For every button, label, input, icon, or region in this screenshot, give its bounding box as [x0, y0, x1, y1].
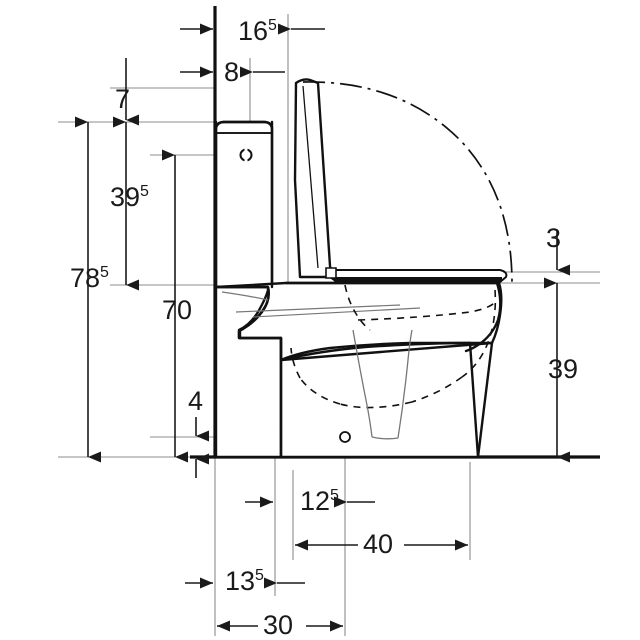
dim-16-5-label-group: 16 5 — [238, 16, 277, 46]
dim-3-label-group: 3 — [546, 223, 561, 253]
hidden-trap-bottom — [339, 401, 413, 409]
flush-button — [239, 148, 253, 162]
dim-4-value: 4 — [188, 386, 203, 416]
seat-hinge — [325, 267, 337, 279]
dim-4-label-group: 4 — [188, 386, 203, 416]
hidden-bowl-inner-rim — [357, 299, 498, 321]
dim-12-5-superscript: 5 — [330, 487, 339, 504]
dim-16-5-superscript: 5 — [268, 17, 277, 34]
hidden-outlet-left — [290, 347, 301, 379]
dim-8-label-group: 8 — [224, 57, 239, 87]
waste-outlet-marker — [339, 431, 351, 443]
dim-70-label-group: 70 — [162, 295, 192, 325]
dim-8-value: 8 — [224, 57, 239, 87]
cistern-body — [214, 120, 274, 289]
toilet-lid-inner-line — [302, 85, 319, 269]
dim-13-5-value: 13 — [225, 566, 255, 596]
dim-39-5-value: 39 — [110, 182, 140, 212]
dimension-labels: 16 5 8 7 39 5 78 5 70 4 3 39 — [70, 16, 578, 640]
dim-7-value: 7 — [115, 84, 130, 114]
dim-13-5-label-group: 13 5 — [225, 566, 264, 596]
seat-and-lid — [293, 78, 508, 283]
dim-78-5-label-group: 78 5 — [70, 263, 109, 293]
dim-12-5-value: 12 — [300, 486, 330, 516]
dim-39-5-label-group: 39 5 — [110, 182, 149, 212]
hidden-bowl-wall-right — [461, 289, 497, 378]
dim-39-label-group: 39 — [548, 354, 578, 384]
dim-78-5-superscript: 5 — [100, 264, 109, 281]
dim-3-value: 3 — [546, 223, 561, 253]
dim-30-label-group: 30 — [258, 610, 306, 640]
toilet-seat-shadow — [334, 277, 502, 282]
hidden-bowl-inner-left — [344, 284, 371, 331]
interior-detail-lines — [221, 291, 421, 318]
dim-40-value: 40 — [363, 529, 393, 559]
hidden-internal-lines — [290, 284, 498, 409]
dim-40-label-backdrop — [358, 531, 404, 557]
dim-40-label-group: 40 — [358, 529, 404, 559]
dim-7-label-group: 7 — [115, 84, 130, 114]
bowl-inner-contour — [352, 329, 413, 440]
dim-39-value: 39 — [548, 354, 578, 384]
hidden-trap-left — [299, 377, 341, 405]
hidden-trap-right — [411, 376, 463, 403]
dim-16-5-value: 16 — [238, 16, 268, 46]
dim-39-5-superscript: 5 — [140, 183, 149, 200]
dim-13-5-superscript: 5 — [255, 567, 264, 584]
dim-12-5-label-group: 12 5 — [300, 486, 339, 516]
dim-30-value: 30 — [263, 610, 293, 640]
dim-78-5-value: 78 — [70, 263, 100, 293]
toilet-lid-raised — [293, 78, 334, 279]
lid-swing-arc — [302, 81, 513, 284]
dim-70-value: 70 — [162, 295, 192, 325]
dim-30-label-backdrop — [258, 612, 306, 638]
